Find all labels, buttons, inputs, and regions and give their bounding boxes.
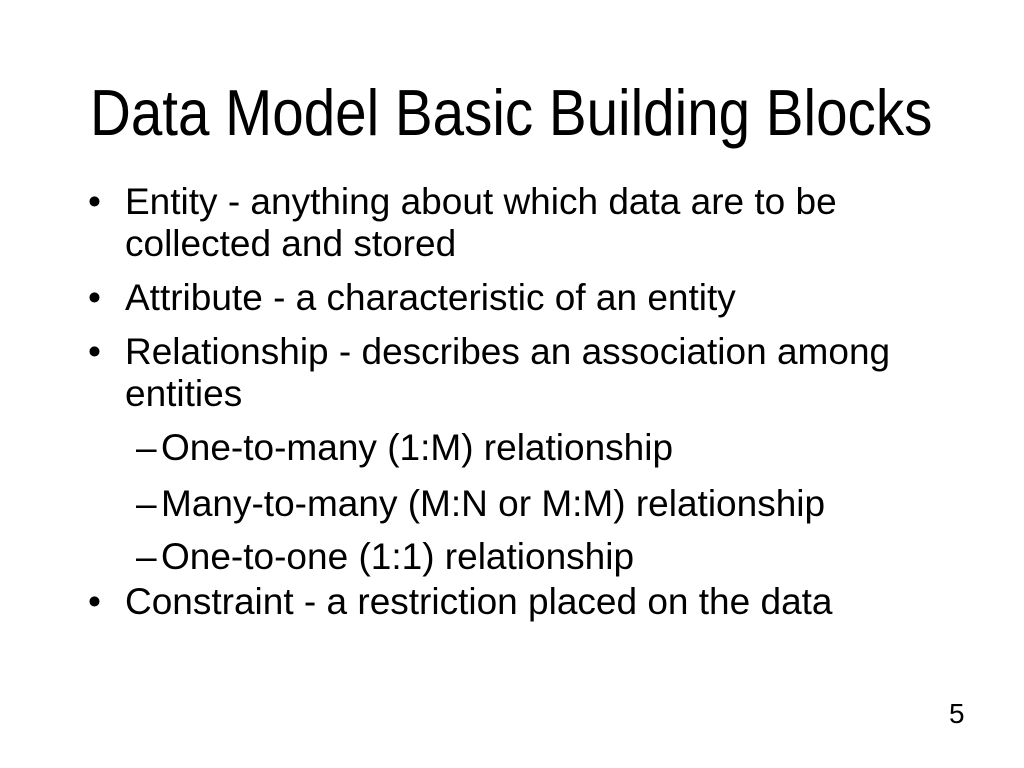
bullet-item: • Relationship - describes an associatio… xyxy=(88,331,940,415)
bullet-text: One-to-many (1:M) relationship xyxy=(161,427,674,468)
bullet-text: Entity - anything about which data are t… xyxy=(125,181,837,264)
page-number: 5 xyxy=(949,698,965,729)
bullet-marker: • xyxy=(88,581,101,622)
sub-bullet-item: – One-to-one (1:1) relationship xyxy=(88,536,940,578)
bullet-text: Relationship - describes an association … xyxy=(125,331,891,414)
dash-marker: – xyxy=(136,536,157,577)
bullet-marker: • xyxy=(88,181,101,222)
dash-marker: – xyxy=(136,483,157,524)
bullet-list: • Entity - anything about which data are… xyxy=(88,181,940,623)
bullet-text: One-to-one (1:1) relationship xyxy=(161,536,635,577)
sub-bullet-item: – Many-to-many (M:N or M:M) relationship xyxy=(88,483,940,525)
bullet-text: Attribute - a characteristic of an entit… xyxy=(125,277,736,318)
bullet-item: • Entity - anything about which data are… xyxy=(88,181,940,265)
bullet-item: • Attribute - a characteristic of an ent… xyxy=(88,277,940,319)
sub-bullet-item: – One-to-many (1:M) relationship xyxy=(88,427,940,469)
bullet-marker: • xyxy=(88,331,101,372)
bullet-text: Many-to-many (M:N or M:M) relationship xyxy=(161,483,826,524)
bullet-text: Constraint - a restriction placed on the… xyxy=(125,581,833,622)
bullet-marker: • xyxy=(88,277,101,318)
dash-marker: – xyxy=(136,427,157,468)
slide-title: Data Model Basic Building Blocks xyxy=(90,76,933,149)
bullet-item: • Constraint - a restriction placed on t… xyxy=(88,581,940,623)
